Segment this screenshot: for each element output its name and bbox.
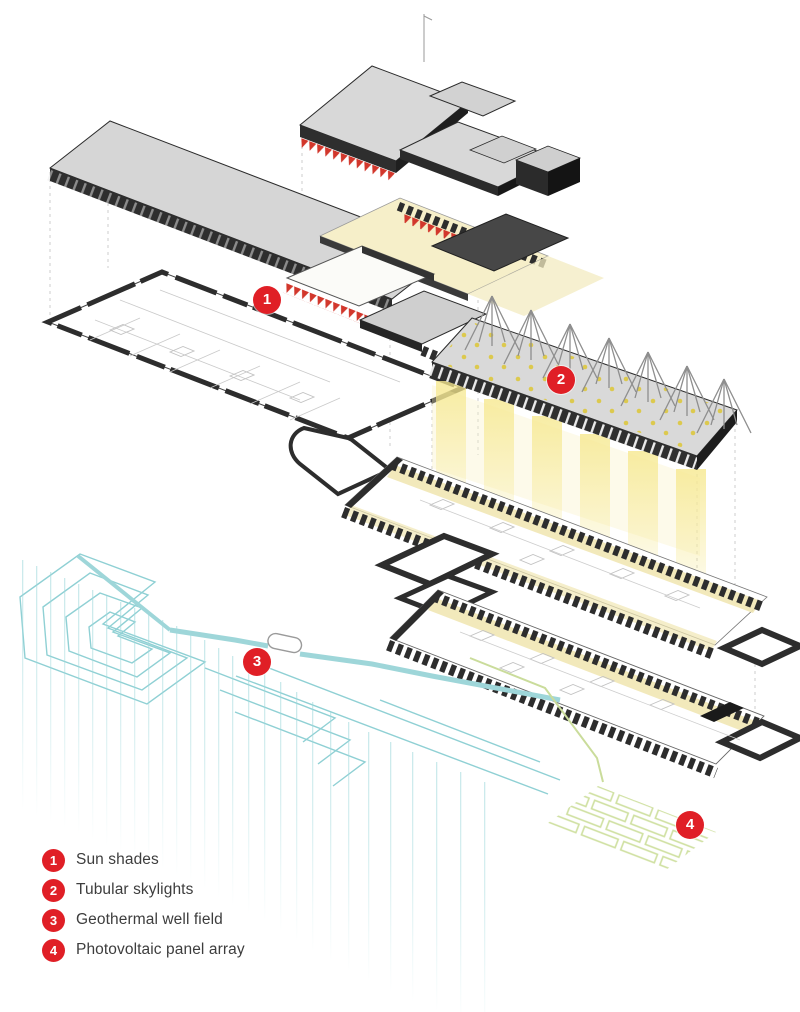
legend-badge-2: 2	[42, 878, 65, 902]
ground-floor-bar	[374, 532, 800, 779]
legend-label-sun-shades: Sun shades	[76, 851, 159, 868]
legend-item-sun-shades: 1 Sun shades	[42, 845, 245, 875]
upper-floor-plate	[282, 197, 604, 403]
legend-item-geothermal-well-field: 3 Geothermal well field	[42, 905, 245, 935]
pv-panels	[548, 786, 716, 870]
skylight-roof	[428, 295, 752, 470]
legend-badge-3: 3	[42, 908, 65, 932]
legend-label-geothermal-well-field: Geothermal well field	[76, 911, 223, 928]
callout-marker-2: 2	[547, 366, 575, 394]
legend-badge-1: 1	[42, 848, 65, 872]
callout-marker-4: 4	[676, 811, 704, 839]
legend-badge-4: 4	[42, 938, 65, 962]
callout-marker-3: 3	[243, 648, 271, 676]
sun-shades-fins	[282, 283, 370, 326]
callout-marker-1: 1	[253, 286, 281, 314]
mast	[423, 14, 433, 62]
legend-item-tubular-skylights: 2 Tubular skylights	[42, 875, 245, 905]
roof-top-cluster	[297, 65, 582, 196]
legend-label-photovoltaic-panel-array: Photovoltaic panel array	[76, 941, 245, 958]
legend-item-photovoltaic-panel-array: 4 Photovoltaic panel array	[42, 935, 245, 965]
geothermal-tank	[267, 632, 303, 654]
legend-label-tubular-skylights: Tubular skylights	[76, 881, 194, 898]
legend: 1 Sun shades 2 Tubular skylights 3 Geoth…	[42, 845, 245, 965]
pv-array	[469, 657, 716, 870]
geothermal-well-field	[19, 553, 561, 1012]
